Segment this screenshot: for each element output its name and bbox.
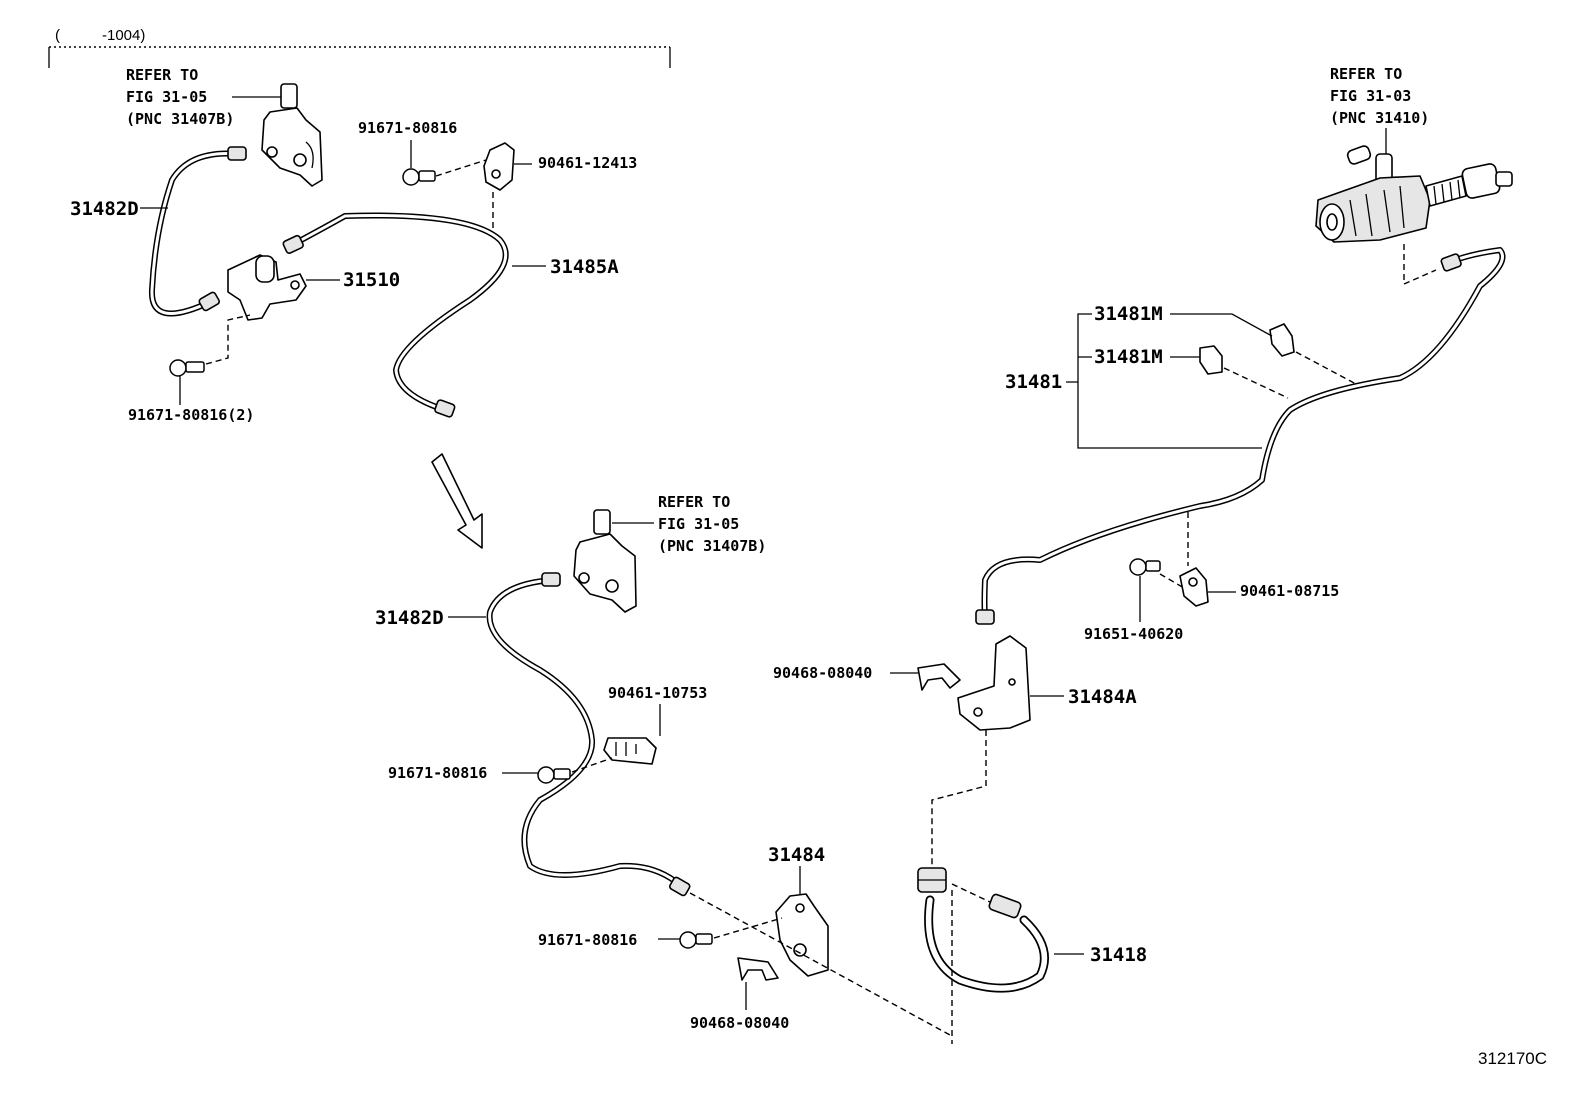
hose-31418 <box>917 867 1084 1044</box>
label-90461-10753: 90461-10753 <box>608 684 707 702</box>
arrow-down-right-icon <box>431 453 483 549</box>
clamp-90461-12413 <box>483 142 532 232</box>
refer-line-3: (PNC 31407B) <box>658 537 766 555</box>
pipe-31481 <box>975 247 1506 625</box>
label-91651-40620: 91651-40620 <box>1084 625 1183 643</box>
bracket-31484 <box>775 866 829 977</box>
refer-line-1: REFER TO <box>658 493 730 511</box>
refer-line-3: (PNC 31410) <box>1330 109 1429 127</box>
refer-note-mid: REFER TO FIG 31-05 (PNC 31407B) <box>612 493 766 555</box>
release-fitting-mid <box>573 509 637 613</box>
range-close: -1004) <box>102 27 145 44</box>
label-31482d-mid: 31482D <box>375 607 444 629</box>
clamp-90461-08715 <box>1179 512 1236 607</box>
label-91671-80816-bottom: 91671-80816 <box>538 931 637 949</box>
label-31481: 31481 <box>1005 371 1062 393</box>
clip-90468-bottom <box>737 957 779 1010</box>
master-cylinder <box>1315 145 1513 286</box>
label-91671-80816-top: 91671-80816 <box>358 119 457 137</box>
bolt-91671-mid <box>502 757 613 784</box>
refer-line-2: FIG 31-05 <box>658 515 739 533</box>
pipe-31482d-mid <box>486 572 691 897</box>
refer-line-2: FIG 31-05 <box>126 88 207 106</box>
label-90461-12413: 90461-12413 <box>538 154 637 172</box>
bolt-91651 <box>1129 558 1185 622</box>
refer-line-1: REFER TO <box>1330 65 1402 83</box>
refer-line-1: REFER TO <box>126 66 198 84</box>
clamp-90461-10753 <box>603 704 661 765</box>
label-31510: 31510 <box>343 269 400 291</box>
label-31482d-top: 31482D <box>70 198 139 220</box>
label-31481m-a: 31481M <box>1094 303 1163 325</box>
range-bracket: ( -1004) <box>48 27 671 68</box>
bolt-91671-bottom <box>658 917 783 949</box>
refer-note-top-right: REFER TO FIG 31-03 (PNC 31410) <box>1330 65 1429 158</box>
clip-90468-right <box>890 663 961 691</box>
refer-line-2: FIG 31-03 <box>1330 87 1411 105</box>
bracket-31484a <box>957 635 1064 731</box>
pipe-31482d-top <box>148 146 247 317</box>
label-90468-08040-bottom: 90468-08040 <box>690 1014 789 1032</box>
label-90461-08715: 90461-08715 <box>1240 582 1339 600</box>
pipe-31485a <box>282 212 509 418</box>
bracket-31510 <box>227 254 307 321</box>
bolt-91671-top <box>402 140 487 186</box>
range-open: ( <box>55 27 60 44</box>
release-fitting-top-left <box>261 83 323 187</box>
label-31484: 31484 <box>768 844 825 866</box>
label-90468-08040-right: 90468-08040 <box>773 664 872 682</box>
refer-line-3: (PNC 31407B) <box>126 110 234 128</box>
refer-note-top-left: REFER TO FIG 31-05 (PNC 31407B) <box>126 66 283 128</box>
bolt-91671-2 <box>169 314 251 405</box>
label-31418: 31418 <box>1090 944 1147 966</box>
label-31485a: 31485A <box>550 256 619 278</box>
label-31484a: 31484A <box>1068 686 1137 708</box>
clip-31481m-a <box>1269 323 1357 385</box>
figure-number: 312170C <box>1478 1049 1547 1068</box>
label-91671-80816-mid: 91671-80816 <box>388 764 487 782</box>
clip-31481m-b <box>1199 345 1289 399</box>
label-31481m-b: 31481M <box>1094 346 1163 368</box>
label-91671-80816-2: 91671-80816(2) <box>128 406 254 424</box>
